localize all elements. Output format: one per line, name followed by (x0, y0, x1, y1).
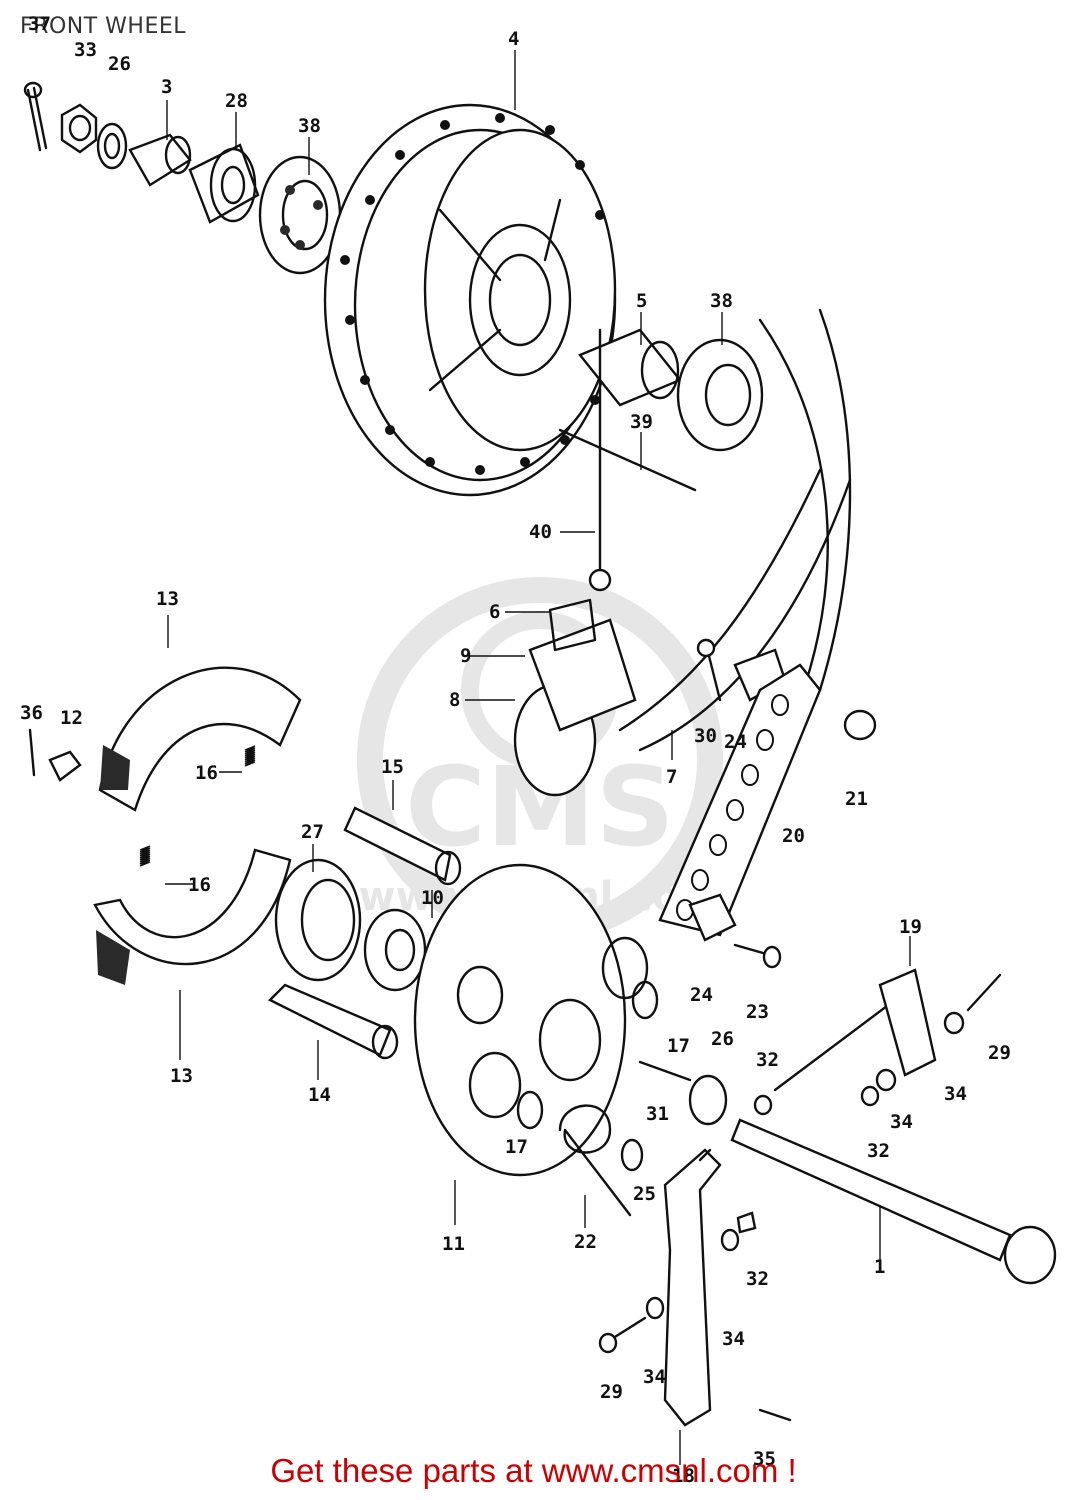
return-spring-part[interactable] (558, 1104, 632, 1217)
callout-40: 40 (529, 521, 552, 543)
bearing-right-part[interactable] (676, 338, 764, 452)
wheel-hub-part[interactable] (323, 103, 617, 497)
washer-part[interactable] (96, 122, 128, 170)
brake-panel-part[interactable] (413, 863, 649, 1177)
brake-shoe-lower-part[interactable] (93, 848, 292, 985)
callout-38: 38 (710, 290, 733, 312)
callout-8: 8 (449, 689, 460, 711)
brake-rod-part[interactable] (773, 968, 937, 1092)
callout-5: 5 (636, 290, 647, 312)
rod-bolt-part[interactable] (966, 973, 1002, 1012)
stay-bolt-part[interactable] (696, 638, 722, 702)
callout-30: 30 (694, 725, 717, 747)
callout-1: 1 (874, 1256, 885, 1278)
leader-lines (165, 50, 911, 1465)
o-ring-lower-part[interactable] (516, 1090, 544, 1130)
callout-27: 27 (301, 821, 324, 843)
rim-part[interactable] (618, 308, 852, 752)
nut-part[interactable] (843, 709, 877, 741)
callout-16: 16 (195, 762, 218, 784)
footer-banner-link[interactable]: Get these parts at www.cmsnl.com ! (270, 1452, 797, 1489)
callout-29: 29 (988, 1042, 1011, 1064)
small-washer-part[interactable] (753, 1011, 965, 1116)
callout-23: 23 (746, 1001, 769, 1023)
callout-7: 7 (666, 766, 677, 788)
front-axle-part[interactable] (730, 1118, 1057, 1285)
callout-28: 28 (225, 90, 248, 112)
panel-stay-plate-part[interactable] (688, 893, 737, 942)
callout-12: 12 (60, 707, 83, 729)
callout-10: 10 (421, 887, 444, 909)
callout-14: 14 (308, 1084, 331, 1106)
callout-17: 17 (505, 1136, 528, 1158)
callout-15: 15 (381, 756, 404, 778)
shoe-spring-upper-part[interactable] (244, 745, 256, 767)
panel-bolt-part[interactable] (733, 943, 782, 969)
bearing-part[interactable] (258, 155, 342, 275)
callout-25: 25 (633, 1183, 656, 1205)
callout-34: 34 (643, 1366, 666, 1388)
callout-17: 17 (667, 1035, 690, 1057)
callout-38: 38 (298, 115, 321, 137)
brake-shoe-upper-part[interactable] (98, 666, 302, 812)
speedometer-pinion-part[interactable] (267, 983, 399, 1060)
pivot-bolt-part[interactable] (638, 1060, 692, 1082)
callout-13: 13 (156, 588, 179, 610)
rim-band-part[interactable] (513, 598, 637, 797)
shoe-plate-part[interactable] (48, 750, 82, 782)
callout-22: 22 (574, 1231, 597, 1253)
callout-37: 37 (28, 13, 51, 35)
callout-32: 32 (867, 1140, 890, 1162)
lever-cotter-pin-part[interactable] (758, 1408, 792, 1422)
cotter-pin-part[interactable] (23, 81, 48, 152)
callout-13: 13 (170, 1065, 193, 1087)
dust-seal-large-part[interactable] (274, 858, 362, 982)
brake-arm-plate-part[interactable] (658, 663, 822, 937)
axle-nut-part[interactable] (60, 103, 98, 154)
callout-35: 35 (753, 1448, 776, 1470)
lever-washer-nut-part[interactable] (598, 1211, 757, 1354)
callout-31: 31 (646, 1103, 669, 1125)
speedometer-gear-part[interactable] (363, 908, 427, 992)
callout-34: 34 (722, 1328, 745, 1350)
callout-21: 21 (845, 788, 868, 810)
callout-labels: 37 33 26 3 28 38 4 5 38 39 40 6 9 8 7 30… (20, 13, 1011, 1487)
callout-39: 39 (630, 411, 653, 433)
page-title: FRONT WHEEL (20, 14, 186, 39)
callout-29: 29 (600, 1381, 623, 1403)
callout-6: 6 (489, 601, 500, 623)
hub-spacer-part[interactable] (578, 328, 682, 407)
cotter-pin-small-part[interactable] (28, 728, 36, 777)
brake-lever-part[interactable] (663, 1148, 722, 1427)
spoke-part[interactable] (558, 328, 697, 592)
brake-washer-part[interactable] (688, 1074, 728, 1126)
callout-19: 19 (899, 916, 922, 938)
callout-18: 18 (672, 1465, 695, 1487)
callout-26: 26 (711, 1028, 734, 1050)
callout-34: 34 (890, 1111, 913, 1133)
dust-seal-part[interactable] (188, 143, 260, 224)
callout-34: 34 (944, 1083, 967, 1105)
callout-26: 26 (108, 53, 131, 75)
o-ring-upper-part[interactable] (631, 980, 659, 1020)
callout-32: 32 (756, 1049, 779, 1071)
callout-36: 36 (20, 702, 43, 724)
callout-20: 20 (782, 825, 805, 847)
callout-16: 16 (188, 874, 211, 896)
callout-32: 32 (746, 1268, 769, 1290)
callout-33: 33 (74, 39, 97, 61)
callout-24: 24 (690, 984, 713, 1006)
callout-24: 24 (724, 731, 747, 753)
callout-3: 3 (161, 76, 172, 98)
shoe-spring-lower-part[interactable] (139, 845, 151, 867)
callout-11: 11 (442, 1233, 465, 1255)
panel-washer-part[interactable] (620, 1138, 644, 1172)
axle-spacer-part[interactable] (128, 133, 192, 187)
brake-cam-part[interactable] (343, 806, 462, 886)
callout-9: 9 (460, 645, 471, 667)
callout-4: 4 (508, 28, 519, 50)
